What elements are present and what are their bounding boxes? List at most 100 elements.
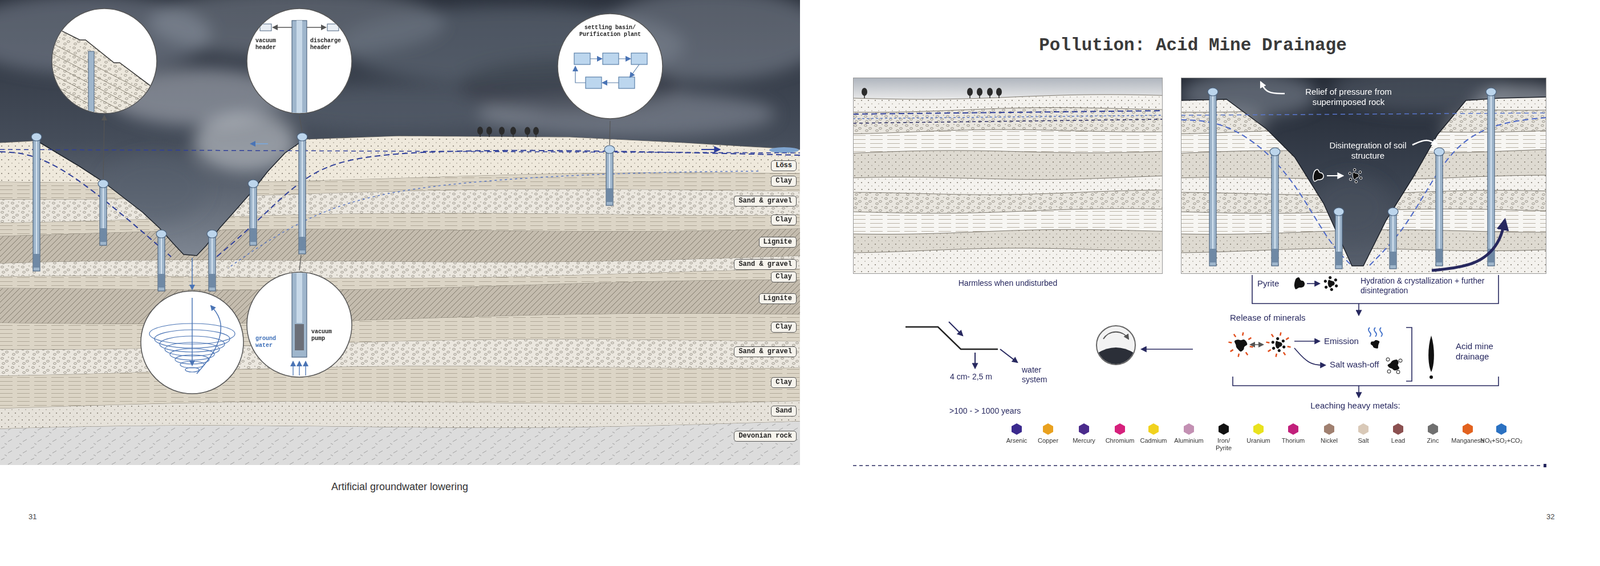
mineral-fragment	[1348, 172, 1351, 175]
process-arrow	[590, 58, 602, 59]
well-pipe	[1335, 211, 1343, 269]
cone-ring	[185, 367, 200, 372]
mineral-fragment	[1328, 279, 1335, 288]
mineral-fragment	[1329, 275, 1332, 279]
well-screen	[1209, 248, 1216, 263]
emission-particle	[1370, 339, 1380, 349]
layer-name: Lignite	[763, 294, 793, 303]
tree-crown	[498, 126, 505, 135]
well-screen	[33, 253, 40, 268]
salt-particle	[1387, 359, 1400, 371]
time-icon-mine	[1094, 347, 1137, 368]
flow-arrow	[1294, 347, 1326, 365]
relief-arrow	[1260, 82, 1285, 94]
well-pipe-core	[301, 139, 303, 237]
pump-head	[1434, 147, 1445, 156]
reaction-spark	[1287, 346, 1291, 347]
process-label: Acid mine drainage	[1455, 340, 1513, 362]
bracket	[1406, 327, 1412, 381]
well-pipe	[249, 183, 257, 246]
bench-ground	[45, 22, 166, 120]
well-screen	[1335, 251, 1342, 266]
pipe-label: vacuum header	[255, 37, 289, 52]
inset-circle: vacuum pump ground water	[246, 271, 353, 378]
pit-outline	[34, 136, 308, 256]
bench-pipe	[88, 51, 95, 120]
flow-arrow	[1141, 348, 1193, 350]
tree-crown	[987, 87, 993, 96]
bench-stratum	[45, 111, 166, 175]
layer-label: Clay	[770, 214, 797, 226]
mineral-release	[1228, 331, 1291, 357]
layer-label: Clay	[770, 175, 797, 187]
pyrite-arrow	[1326, 175, 1343, 177]
soil-layer	[0, 421, 800, 465]
mineral-fragment	[1276, 336, 1279, 340]
mineral-fragment	[1324, 285, 1327, 288]
header-arrow	[306, 26, 326, 28]
soil-layer	[0, 400, 800, 429]
rising-arrow	[196, 305, 221, 374]
panel-border	[853, 78, 1163, 274]
pump-head	[1207, 87, 1218, 96]
inset-content	[291, 271, 307, 376]
process-arrow	[618, 58, 631, 59]
pump-head	[31, 132, 42, 141]
drawdown-arrow	[191, 297, 193, 365]
pyrite-icon	[1313, 169, 1324, 182]
panel-sky	[853, 77, 1163, 274]
pump-label: vacuum pump	[311, 328, 346, 343]
pyrite-icon	[1234, 339, 1248, 352]
dimension-label: 4 cm- 2,5 m	[949, 371, 993, 382]
groundwater-level	[853, 119, 1163, 124]
process-tank	[631, 53, 648, 65]
well-pipe-core	[1438, 153, 1440, 249]
mineral-fragment	[1352, 172, 1359, 180]
salt-bubble	[1398, 358, 1403, 363]
process-tank	[585, 76, 602, 89]
legend-label: NOₓ+SO₂+CO₂	[1480, 436, 1523, 445]
layer-name: Löss	[775, 161, 793, 170]
well-screen	[1390, 251, 1396, 266]
legend-label: Iron/ Pyrite	[1212, 436, 1236, 452]
mineral-fragment	[1277, 348, 1281, 352]
legend-swatch	[1183, 423, 1195, 435]
legend-swatch	[1393, 423, 1404, 435]
soil-layer	[0, 228, 800, 264]
legend-label: Zinc	[1427, 436, 1440, 445]
mineral-fragment	[1334, 284, 1338, 287]
layer-label: Clay	[770, 376, 797, 388]
pump-head	[1269, 147, 1281, 156]
bench-stratum	[45, 50, 166, 113]
pipe-label: discharge header	[310, 37, 346, 52]
tree-crown	[976, 87, 983, 96]
bench-stratum	[45, 101, 166, 165]
reaction-spark	[1268, 349, 1271, 352]
lake	[769, 147, 799, 153]
pump-head	[1387, 207, 1399, 216]
well-pipe	[1435, 151, 1443, 266]
legend-swatch	[1148, 423, 1159, 435]
well-pipe	[298, 136, 306, 254]
well-pipe-core	[211, 236, 213, 274]
layer-boundary	[853, 107, 1163, 112]
page-title: Pollution: Acid Mine Drainage	[1038, 35, 1347, 56]
process-arrow	[575, 66, 586, 83]
panel-illustration	[853, 77, 1163, 274]
process-label: Hydration & crystallization + further di…	[1360, 275, 1485, 296]
legend-swatch	[1078, 423, 1090, 435]
legend-swatch	[1114, 423, 1126, 435]
cross-section-panel: Harmless when undisturbed	[853, 77, 1163, 274]
process-tank	[602, 53, 619, 65]
well-pipe	[33, 136, 40, 271]
layer-label: Devonian rock	[733, 430, 797, 442]
legend-label: Uranium	[1246, 436, 1271, 445]
mineral-fragment	[1349, 177, 1352, 181]
reaction-spark	[1271, 334, 1274, 337]
water-label: ground water	[255, 335, 289, 349]
inset-illustration	[246, 7, 353, 115]
reaction-spark	[1245, 351, 1248, 355]
bracket	[1232, 376, 1499, 386]
layer-boundary	[853, 189, 1163, 195]
inset-illustration	[246, 271, 353, 378]
